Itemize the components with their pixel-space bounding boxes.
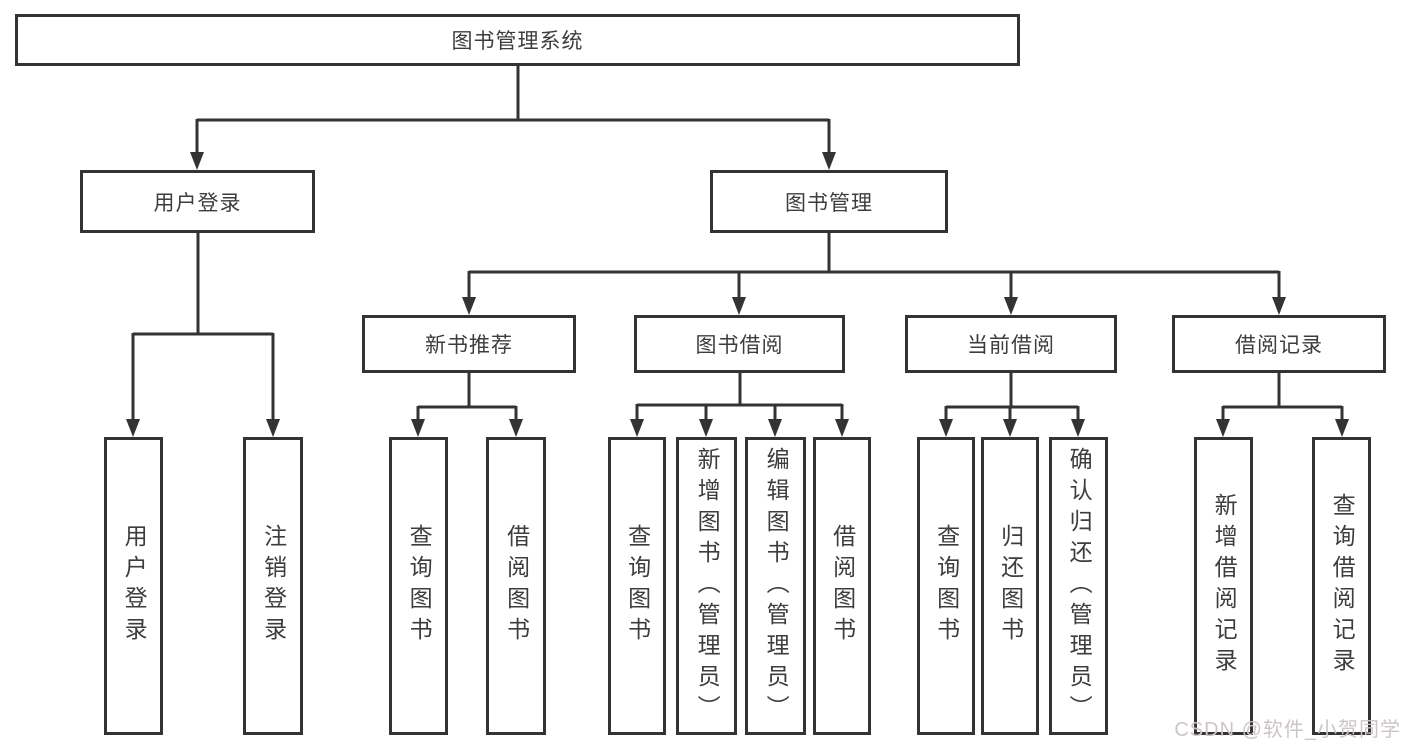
node-label: 确认归还（管理员） [1066,446,1093,726]
node-label: 新增图书（管理员） [694,446,721,726]
leaf-borrow-books-recommend: 借阅图书 [486,437,546,735]
arrowhead [509,419,523,437]
node-user-login: 用户登录 [80,170,315,233]
arrowhead [1071,419,1085,437]
node-label: 查询图书 [933,524,960,648]
node-label: 用户登录 [121,524,148,648]
node-label: 用户登录 [153,191,242,215]
watermark: CSDN @软件_小贺同学 [1174,719,1401,741]
node-new-book-recommend: 新书推荐 [362,315,576,373]
connector-current-borrow-to-leaves [939,373,1085,437]
arrowhead [126,419,140,437]
leaf-borrow-books: 借阅图书 [813,437,871,735]
node-library-management-system: 图书管理系统 [15,14,1020,66]
leaf-query-books-current: 查询图书 [917,437,975,735]
leaf-query-borrow-record: 查询借阅记录 [1312,437,1371,735]
node-book-management: 图书管理 [710,170,948,233]
node-label: 注销登录 [260,524,287,648]
arrowhead [462,297,476,315]
node-label: 归还图书 [997,524,1024,648]
leaf-query-books-recommend: 查询图书 [389,437,448,735]
arrowhead [768,419,782,437]
connector-book-borrow-to-leaves [630,373,849,437]
node-label: 借阅图书 [503,524,530,648]
leaf-add-books-admin: 新增图书（管理员） [676,437,737,735]
arrowhead [190,152,204,170]
node-label: 查询图书 [406,524,433,648]
leaf-confirm-return-admin: 确认归还（管理员） [1049,437,1108,735]
connector-borrow-records-to-leaves [1216,373,1349,437]
connector-root-to-level2 [190,66,836,170]
node-label: 新书推荐 [425,334,513,357]
node-label: 查询借阅记录 [1329,493,1356,679]
node-label: 查询图书 [624,524,651,648]
arrowhead [822,152,836,170]
arrowhead [1335,419,1349,437]
node-label: 当前借阅 [967,334,1055,357]
connector-book-mgmt-to-level3 [462,233,1286,315]
node-label: 图书借阅 [695,334,784,357]
arrowhead [1216,419,1230,437]
arrowhead [939,419,953,437]
arrowhead [1004,297,1018,315]
leaf-add-borrow-record: 新增借阅记录 [1194,437,1253,735]
arrowhead [835,419,849,437]
node-label: 编辑图书（管理员） [763,446,790,726]
leaf-logout: 注销登录 [243,437,303,735]
node-label: 借阅图书 [829,524,856,648]
node-label: 图书管理 [785,191,873,215]
leaf-edit-books-admin: 编辑图书（管理员） [745,437,806,735]
leaf-user-login: 用户登录 [104,437,163,735]
arrowhead [411,419,425,437]
node-label: 新增借阅记录 [1211,493,1238,679]
node-borrow-records: 借阅记录 [1172,315,1386,373]
connector-user-login-to-leaves [126,233,280,437]
arrowhead [630,419,644,437]
arrowhead [266,419,280,437]
leaf-return-books: 归还图书 [981,437,1039,735]
arrowhead [1003,419,1017,437]
node-book-borrow: 图书借阅 [634,315,845,373]
connector-new-books-to-leaves [411,373,523,437]
arrowhead [1272,297,1286,315]
node-label: 借阅记录 [1235,334,1323,357]
leaf-query-books-borrow: 查询图书 [608,437,666,735]
arrowhead [699,419,713,437]
node-current-borrow: 当前借阅 [905,315,1117,373]
arrowhead [732,297,746,315]
node-label: 图书管理系统 [451,30,584,53]
